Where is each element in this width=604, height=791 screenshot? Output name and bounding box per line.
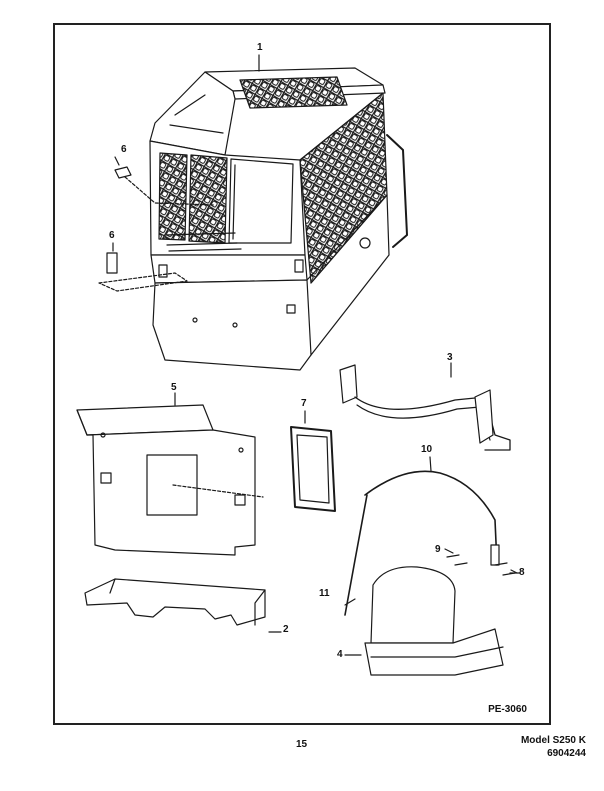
callout-2: 2: [283, 624, 289, 635]
decal-group: [98, 156, 216, 292]
callout-5: 5: [171, 382, 177, 393]
model-info: Model S250 K 6904244: [521, 734, 586, 760]
grab-bar-assembly: [339, 362, 511, 451]
callout-10: 10: [421, 444, 433, 455]
callout-6-upper: 6: [121, 144, 127, 155]
page-number: 15: [296, 739, 308, 750]
fasteners: [446, 554, 520, 576]
figure-id: PE-3060: [488, 704, 527, 715]
callout-3: 3: [447, 352, 453, 363]
seat: [344, 566, 504, 676]
callout-4: 4: [337, 649, 343, 660]
exploded-parts-diagram: [76, 54, 520, 676]
seat-frame: [344, 456, 500, 616]
rear-panel: [76, 392, 264, 556]
callout-1: 1: [257, 42, 263, 53]
cab-assembly: [149, 54, 408, 371]
callout-8: 8: [519, 567, 525, 578]
model-line: Model S250 K: [520, 735, 586, 746]
callout-7: 7: [301, 398, 307, 409]
diagram-frame: 1 2 3 4 5 6 6 7 8 9 10 11 PE-3060: [53, 23, 551, 725]
callout-6-lower: 6: [109, 230, 115, 241]
mounting-bracket: [84, 578, 282, 633]
serial-line: 6904244: [547, 748, 586, 759]
callout-9: 9: [435, 544, 441, 555]
callout-11: 11: [319, 588, 330, 599]
window-pane: [290, 410, 336, 512]
